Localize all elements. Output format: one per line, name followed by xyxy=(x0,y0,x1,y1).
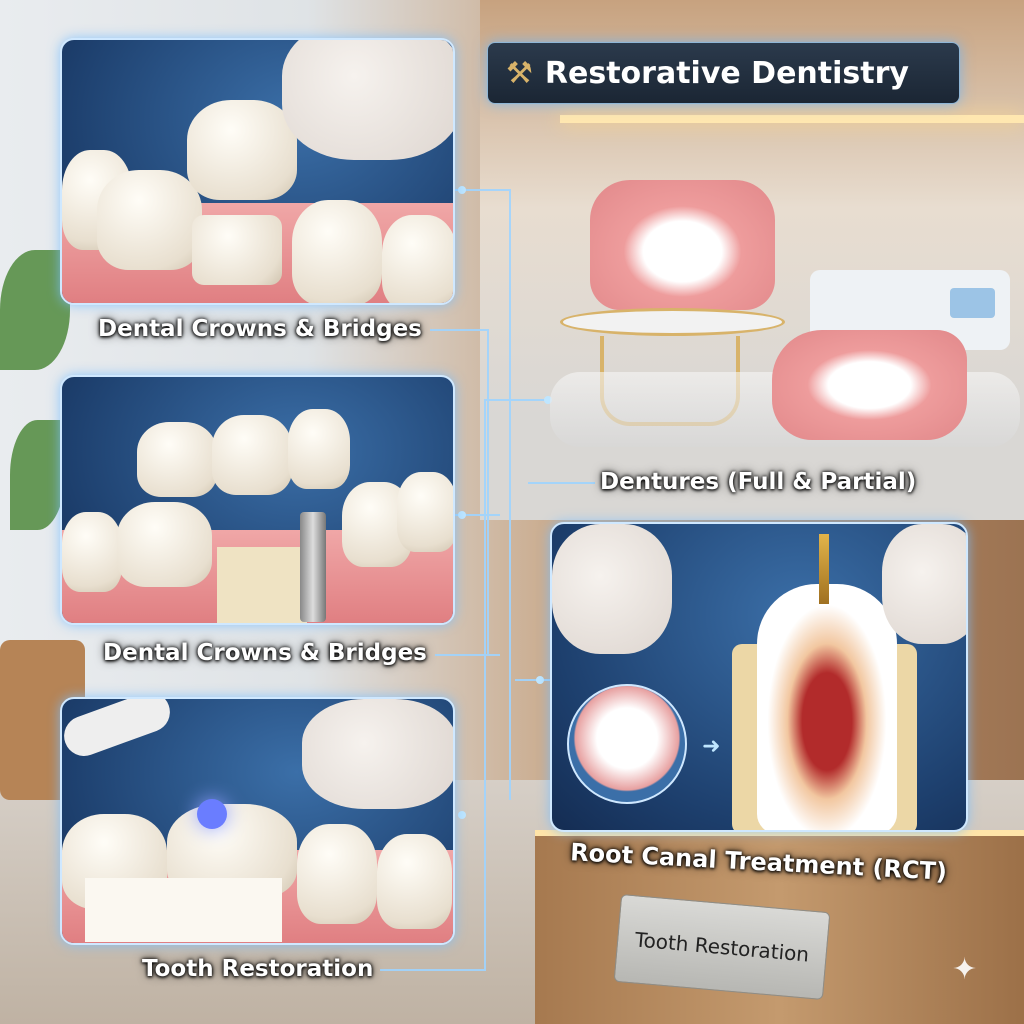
shelf-light xyxy=(560,115,1024,123)
tooth xyxy=(117,502,212,587)
bridge-tooth xyxy=(212,415,292,495)
bone xyxy=(217,547,307,623)
endo-file xyxy=(819,534,829,604)
panel-crowns-bridges-1 xyxy=(60,38,455,305)
connector-dot xyxy=(458,186,466,194)
name-plaque: Tooth Restoration xyxy=(613,894,831,1000)
blank-box xyxy=(85,878,282,942)
panel-label: Dental Crowns & Bridges xyxy=(103,640,427,666)
crown xyxy=(187,100,297,200)
panel-label: Tooth Restoration xyxy=(142,956,374,982)
panel-label: Dental Crowns & Bridges xyxy=(98,316,422,342)
hammer-wrench-icon: ⚒ xyxy=(506,55,533,91)
tooth xyxy=(377,834,452,929)
implant xyxy=(300,512,326,622)
gloved-hand xyxy=(282,40,453,160)
tooth xyxy=(397,472,453,552)
full-denture xyxy=(590,180,775,310)
plant-leaf xyxy=(10,420,65,530)
bridge-tooth xyxy=(137,422,217,497)
connector-dot xyxy=(458,511,466,519)
inset-tooth-circle xyxy=(567,684,687,804)
curing-light xyxy=(62,699,176,762)
plaque-text: Tooth Restoration xyxy=(633,927,811,967)
panel-crowns-bridges-2 xyxy=(60,375,455,625)
partial-denture xyxy=(772,330,967,440)
tooth xyxy=(62,512,122,592)
gloved-hand xyxy=(552,524,672,654)
tooth xyxy=(382,215,453,303)
panel-root-canal: ➜ xyxy=(550,522,968,832)
sparkle-icon: ✦ xyxy=(952,952,978,987)
connector-dot xyxy=(536,676,544,684)
page-title: Restorative Dentistry xyxy=(544,55,909,91)
panel-label: Dentures (Full & Partial) xyxy=(600,469,917,495)
tooth xyxy=(292,200,382,303)
blue-light-glow xyxy=(197,799,227,829)
unit-screen xyxy=(950,288,995,318)
tooth-cross-section xyxy=(757,584,897,830)
gloved-hand xyxy=(302,699,453,809)
gloved-hand xyxy=(882,524,966,644)
bridge-tooth xyxy=(288,409,350,489)
tooth xyxy=(297,824,377,924)
arrow-right-icon: ➜ xyxy=(702,734,721,759)
connector-dot xyxy=(458,811,466,819)
tooth-abutment xyxy=(192,215,282,285)
tooth xyxy=(97,170,202,270)
plant-leaf xyxy=(0,250,70,370)
denture-stand xyxy=(560,308,785,336)
title-banner: ⚒ Restorative Dentistry xyxy=(487,42,960,104)
